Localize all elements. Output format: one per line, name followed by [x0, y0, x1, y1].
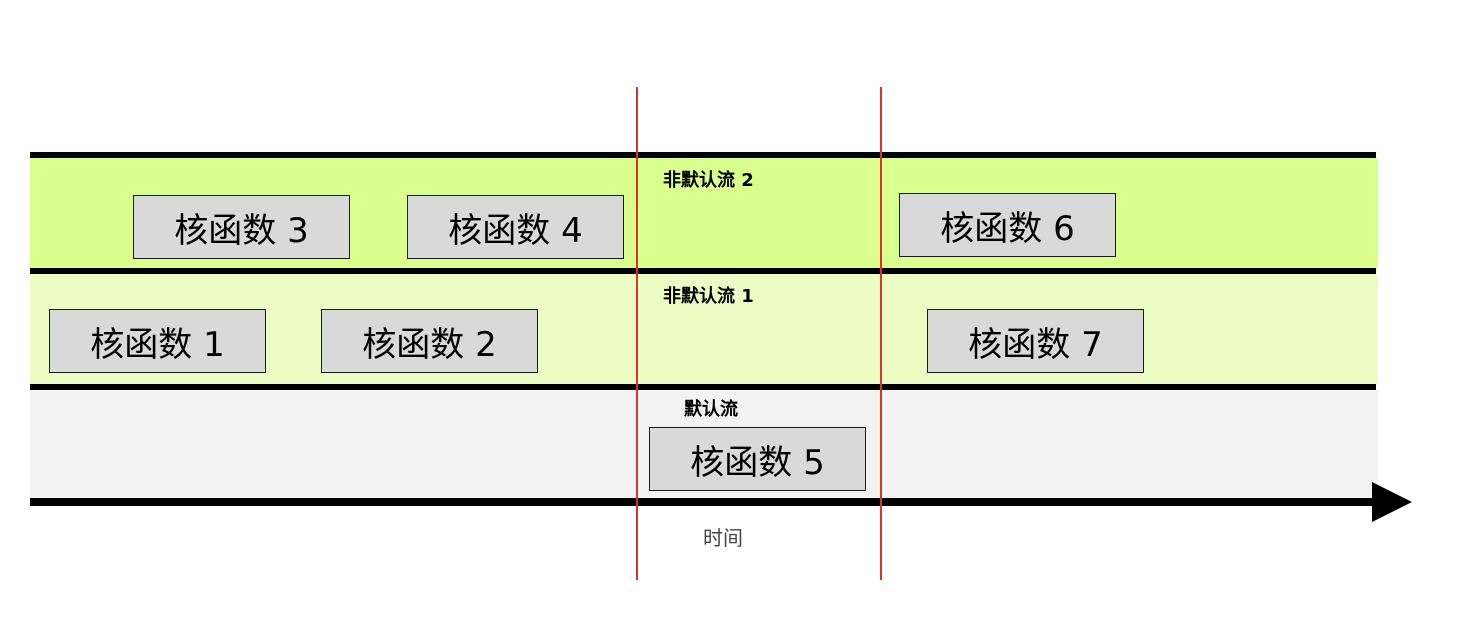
- kernel-2-box: 核函数 2: [321, 309, 538, 373]
- lane-label-stream-1: 非默认流 1: [663, 286, 754, 307]
- lane-separator-top: [30, 152, 1376, 158]
- lane-label-stream-2: 非默认流 2: [663, 170, 754, 191]
- kernel-1-box: 核函数 1: [49, 309, 266, 373]
- kernel-3-box: 核函数 3: [133, 195, 350, 259]
- sync-marker-line-start: [636, 87, 638, 580]
- kernel-5-box: 核函数 5: [649, 427, 866, 491]
- time-axis-label: 时间: [703, 526, 743, 550]
- kernel-7-box: 核函数 7: [927, 309, 1144, 373]
- kernel-4-box: 核函数 4: [407, 195, 624, 259]
- lane-separator: [30, 384, 1376, 390]
- lane-separator: [30, 268, 1376, 274]
- lane-label-default-stream: 默认流: [684, 399, 738, 420]
- time-axis-arrowhead: [1372, 482, 1412, 522]
- sync-marker-line-end: [880, 87, 882, 580]
- kernel-6-box: 核函数 6: [899, 193, 1116, 257]
- time-axis-line: [30, 498, 1376, 506]
